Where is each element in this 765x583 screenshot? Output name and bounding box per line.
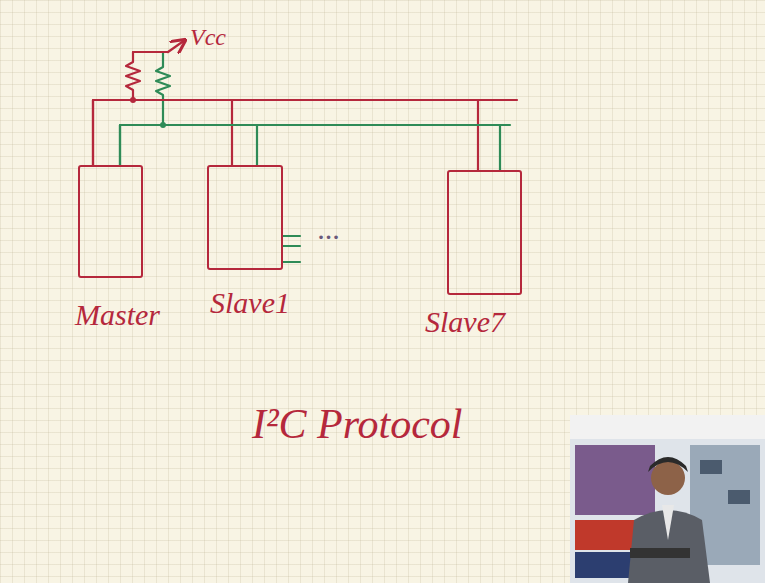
device-box: Master	[78, 165, 143, 278]
diagram-title: I²C Protocol	[252, 400, 463, 448]
box-outline	[207, 165, 283, 270]
device-name: Slave7	[425, 307, 505, 337]
vcc-arrow	[168, 40, 185, 52]
scl-bus-end	[478, 99, 517, 101]
bus-wire	[120, 125, 257, 165]
pin-lines	[283, 236, 300, 262]
sda-bus-end	[500, 124, 510, 126]
box-outline	[447, 170, 522, 295]
device-box: Slave1	[207, 165, 283, 270]
box-outline	[78, 165, 143, 278]
device-name: Slave1	[210, 288, 290, 318]
resistor-symbol	[126, 52, 140, 100]
device-name: Master	[75, 300, 160, 330]
bus-wire	[93, 100, 478, 170]
bus-wire	[120, 125, 500, 170]
ellipsis-mark: ...	[318, 212, 341, 246]
video-inset	[570, 415, 765, 583]
resistor-symbol	[156, 52, 170, 125]
device-box: Slave7	[447, 170, 522, 295]
vcc-rail	[133, 51, 168, 53]
supply-label: Vcc	[190, 24, 226, 51]
bus-wire	[93, 100, 232, 165]
